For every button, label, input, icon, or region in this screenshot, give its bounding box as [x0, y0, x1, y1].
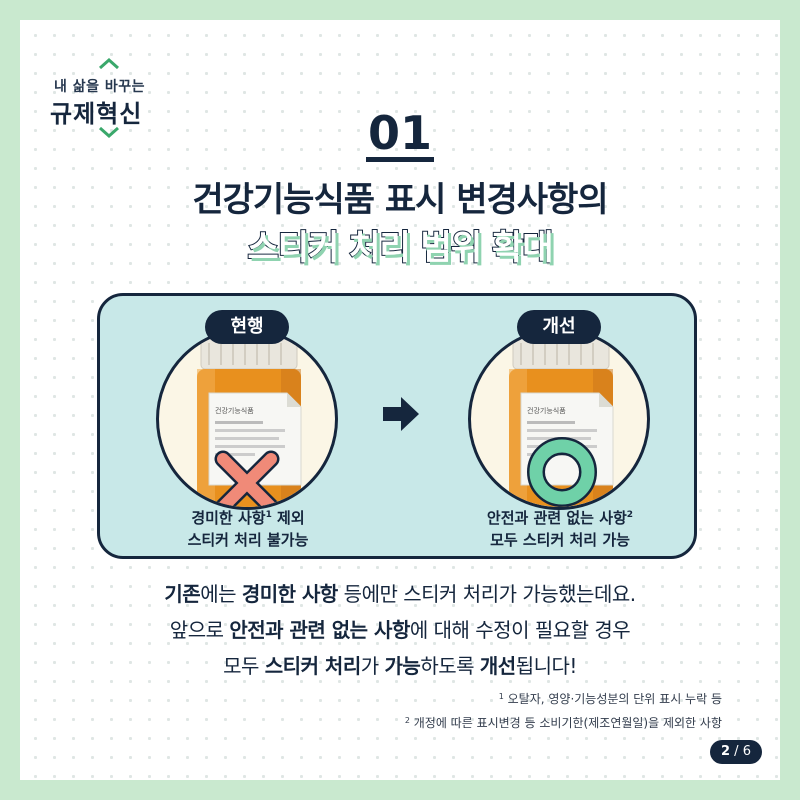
- o-mark-icon: [527, 437, 597, 507]
- after-badge: 개선: [517, 310, 601, 344]
- right-arrow-icon: [383, 397, 419, 431]
- x-mark-icon: [214, 450, 280, 507]
- title-line2: 스티커 처리 범위 확대: [246, 227, 554, 269]
- body-segment: 가능: [384, 654, 421, 678]
- body-segment: 안전과 관련 없는 사항: [229, 618, 410, 642]
- footnotes: 1 오탈자, 영양·기능성분의 단위 표시 누락 등 2 개정에 따른 표시변경…: [405, 686, 722, 734]
- logo-subtitle: 내 삶을 바꾸는: [54, 79, 146, 95]
- logo-title: 규제혁신: [50, 100, 143, 128]
- body-segment: 모두: [223, 654, 265, 678]
- before-badge: 현행: [205, 310, 289, 344]
- after-caption: 안전과 관련 없는 사항2 모두 스티커 처리 가능: [486, 509, 634, 549]
- footnote-2: 2 개정에 따른 표시변경 등 소비기한(제조연월일)을 제외한 사항: [404, 716, 722, 730]
- chevron-down-icon: [99, 126, 119, 138]
- footnote-1: 1 오탈자, 영양·기능성분의 단위 표시 누락 등: [498, 692, 722, 706]
- body-segment: 에 대해 수정이 필요할 경우: [409, 618, 631, 642]
- chevron-up-icon: [99, 58, 119, 70]
- section-number: 01: [365, 106, 434, 162]
- label-text: 건강기능식품: [527, 406, 566, 415]
- body-segment: 등에만 스티커 처리가 가능했는데요.: [337, 582, 636, 606]
- body-text: 기존에는 경미한 사항 등에만 스티커 처리가 가능했는데요. 앞으로 안전과 …: [20, 576, 780, 684]
- before-caption: 경미한 사항1 제외 스티커 처리 불가능: [187, 509, 309, 549]
- body-segment: 스티커 처리: [264, 654, 361, 678]
- body-segment: 앞으로: [169, 618, 230, 642]
- body-line-2: 앞으로 안전과 관련 없는 사항에 대해 수정이 필요할 경우: [20, 612, 780, 648]
- body-line-1: 기존에는 경미한 사항 등에만 스티커 처리가 가능했는데요.: [20, 576, 780, 612]
- page-indicator: 2 / 6: [710, 740, 762, 764]
- body-line-3: 모두 스티커 처리가 가능하도록 개선됩니다!: [20, 648, 780, 684]
- label-text: 건강기능식품: [215, 406, 254, 415]
- body-segment: 가: [360, 654, 385, 678]
- logo: 내 삶을 바꾸는 규제혁신: [48, 44, 168, 140]
- body-segment: 경미한 사항: [241, 582, 338, 606]
- before-illustration: 건강기능식품: [156, 328, 338, 510]
- body-segment: 하도록: [420, 654, 480, 678]
- title-line1: 건강기능식품 표시 변경사항의: [192, 180, 608, 220]
- body-segment: 기존: [164, 582, 201, 606]
- body-segment: 개선: [479, 654, 516, 678]
- after-illustration: 건강기능식품: [468, 328, 650, 510]
- body-segment: 에는: [200, 582, 242, 606]
- body-segment: 됩니다!: [515, 654, 578, 678]
- comparison-panel: 현행 개선 건강기능식품: [97, 293, 697, 559]
- card: 내 삶을 바꾸는 규제혁신 01 건강기능식품 표시 변경사항의 스티커 처리 …: [20, 20, 780, 780]
